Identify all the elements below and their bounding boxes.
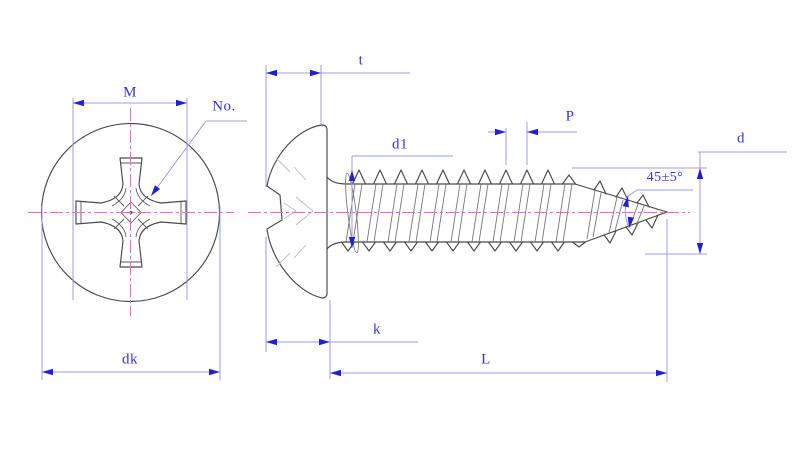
dimension-lines bbox=[41, 65, 787, 382]
dim-label-k: k bbox=[373, 321, 381, 338]
dim-label-dk: dk bbox=[122, 351, 138, 368]
dim-label-t: t bbox=[358, 52, 364, 69]
centerlines bbox=[28, 108, 690, 316]
dim-label-m: M bbox=[123, 84, 137, 101]
dim-label-d: d bbox=[737, 130, 745, 147]
dim-label-l: L bbox=[481, 351, 491, 368]
side-view-screw bbox=[266, 124, 668, 299]
dim-label-d1: d1 bbox=[392, 136, 408, 153]
dim-label-p: P bbox=[565, 108, 575, 125]
dim-label-no: No. bbox=[212, 98, 236, 115]
dim-label-point-angle: 45±5° bbox=[646, 170, 684, 185]
